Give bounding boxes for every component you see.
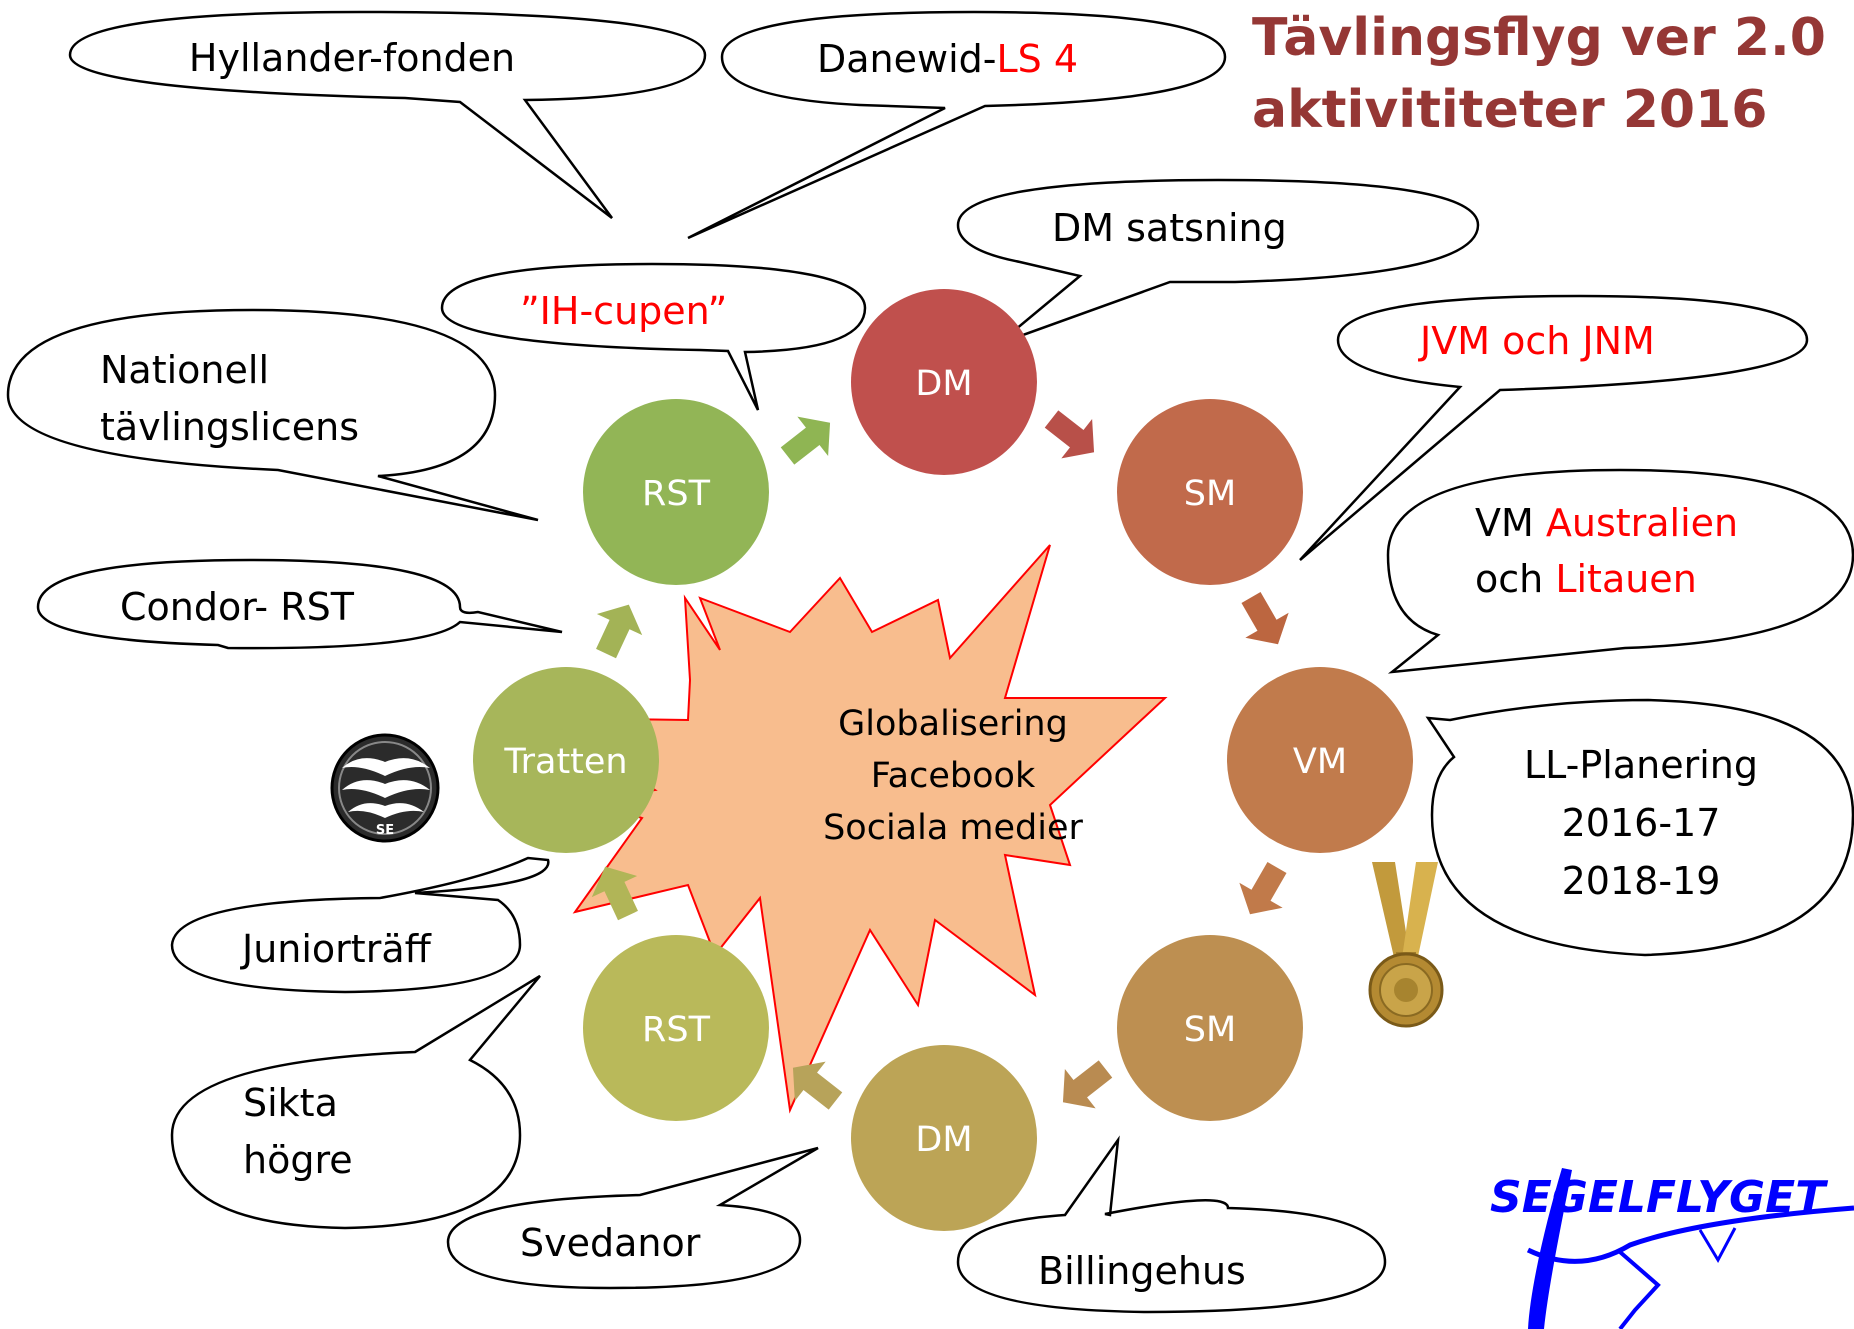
title-line-2: aktivititeter 2016 xyxy=(1252,80,1768,140)
cycle-node-rst-upper: RST xyxy=(583,399,769,585)
callout-hyllander: Hyllander-fonden xyxy=(189,36,515,80)
cycle-node-rst-lower: RST xyxy=(583,935,769,1121)
node-label: DM xyxy=(915,364,972,404)
callout-bubble-juniortraff xyxy=(170,856,550,994)
medal-icon xyxy=(1368,862,1444,1028)
callout-ih-cupen: ”IH-cupen” xyxy=(520,289,727,333)
node-label: Tratten xyxy=(503,742,627,782)
cycle-node-vm: VM xyxy=(1227,667,1413,853)
node-label: SM xyxy=(1184,474,1236,514)
callout-bubble-vm xyxy=(1386,468,1854,674)
node-label: RST xyxy=(642,474,711,514)
callout-ll-line3: 2018-19 xyxy=(1562,859,1721,903)
callout-vm-line2: och Litauen xyxy=(1475,557,1697,601)
cycle-node-sm-lower: SM xyxy=(1117,935,1303,1121)
se-badge-logo: SE xyxy=(330,733,440,843)
arrow-dm-to-rst xyxy=(792,1061,843,1110)
callout-vm-highlight-1: Australien xyxy=(1546,501,1738,545)
node-label: VM xyxy=(1293,742,1347,782)
callout-ll-line1: LL-Planering xyxy=(1524,743,1758,787)
cycle-arrows xyxy=(591,410,1289,1110)
callout-bubble-hyllander xyxy=(68,10,707,219)
arrow-sm-to-vm xyxy=(1241,591,1289,645)
callout-bubble-sikta xyxy=(170,974,541,1230)
node-label: SM xyxy=(1184,1010,1236,1050)
arrow-rst-to-tratten xyxy=(591,866,638,921)
callout-bubble-dm-satsning xyxy=(956,178,1480,346)
segelflyget-wordmark: SEGELFLYGET xyxy=(1490,1172,1828,1223)
callout-bubble-condor xyxy=(36,558,563,650)
callout-juniortraff: Juniorträff xyxy=(240,927,432,971)
callout-vm-och: och xyxy=(1475,557,1555,601)
title-line-1: Tävlingsflyg ver 2.0 xyxy=(1252,8,1826,68)
callout-danewid: Danewid-LS 4 xyxy=(817,37,1078,81)
callout-condor: Condor- RST xyxy=(120,585,355,629)
callout-vm-prefix: VM xyxy=(1475,501,1546,545)
callout-bubble-danewid xyxy=(687,10,1227,240)
callout-svedanor: Svedanor xyxy=(520,1221,701,1265)
cycle-node-dm-top: DM xyxy=(851,289,1037,475)
callout-vm-highlight-2: Litauen xyxy=(1555,557,1696,601)
center-line-3: Sociala medier xyxy=(823,808,1083,848)
node-label: DM xyxy=(915,1120,972,1160)
callout-nationell-line1: Nationell xyxy=(100,348,269,392)
callout-sikta-line1: Sikta xyxy=(243,1081,338,1125)
callout-sikta-line2: högre xyxy=(243,1138,353,1182)
center-line-2: Facebook xyxy=(871,756,1036,796)
node-label: RST xyxy=(642,1010,711,1050)
se-badge-label: SE xyxy=(376,823,394,838)
callout-bubble-jvm-jnm xyxy=(1299,294,1809,561)
callout-bubble-svedanor xyxy=(446,1146,819,1290)
callout-jvm-jnm: JVM och JNM xyxy=(1418,319,1655,363)
callout-danewid-prefix: Danewid- xyxy=(817,37,996,81)
arrow-rst-to-dm xyxy=(780,416,831,465)
callout-nationell-line2: tävlingslicens xyxy=(100,405,359,449)
cycle-node-tratten: Tratten xyxy=(473,667,659,853)
center-text: Globalisering Facebook Sociala medier xyxy=(823,704,1083,848)
segelflyget-logo: SEGELFLYGET xyxy=(1490,1168,1854,1329)
callout-vm-line1: VM Australien xyxy=(1475,501,1738,545)
arrow-vm-to-sm xyxy=(1239,861,1287,915)
center-line-1: Globalisering xyxy=(838,704,1068,744)
cycle-node-sm-upper: SM xyxy=(1117,399,1303,585)
callout-dm-satsning: DM satsning xyxy=(1052,206,1287,250)
arrow-tratten-to-rst xyxy=(596,604,643,659)
slide-title: Tävlingsflyg ver 2.0 aktivititeter 2016 xyxy=(1252,2,1826,146)
callout-bubble-billingehus xyxy=(956,1135,1387,1314)
callout-bubble-nationell xyxy=(6,308,539,522)
callout-ll-line2: 2016-17 xyxy=(1562,801,1721,845)
callout-billingehus: Billingehus xyxy=(1038,1249,1246,1293)
callout-danewid-highlight: LS 4 xyxy=(996,37,1078,81)
arrow-sm-to-dm xyxy=(1062,1060,1113,1109)
arrow-dm-to-sm xyxy=(1044,410,1095,459)
callout-bubble-ll xyxy=(1425,698,1854,957)
cycle-node-dm-bottom: DM xyxy=(851,1045,1037,1231)
callout-bubble-ih-cupen xyxy=(440,262,867,411)
